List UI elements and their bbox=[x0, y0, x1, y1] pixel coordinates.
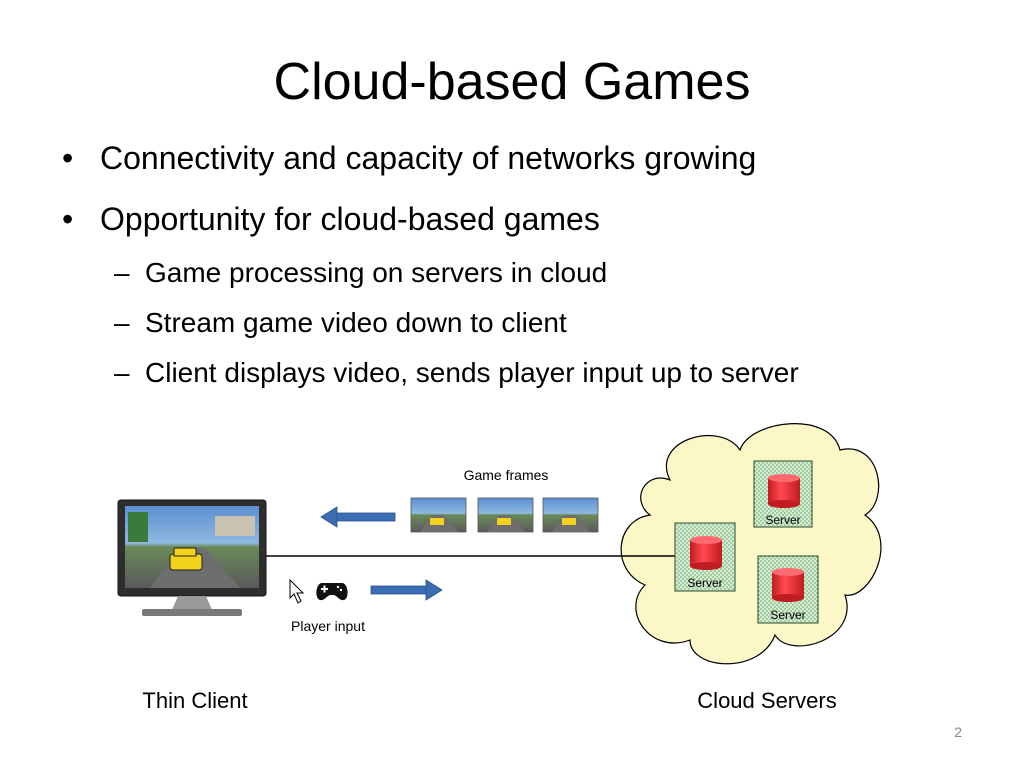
thin-client-label: Thin Client bbox=[142, 688, 247, 713]
sub-bullet-text: Game processing on servers in cloud bbox=[145, 257, 608, 288]
monitor-icon bbox=[117, 499, 267, 616]
sub-bullet-marker: – bbox=[114, 257, 130, 288]
slide-title: Cloud-based Games bbox=[273, 53, 751, 111]
cloud-servers-label: Cloud Servers bbox=[697, 688, 836, 713]
cloud-icon bbox=[620, 423, 882, 665]
game-frame-thumbnail bbox=[410, 497, 467, 533]
server-box: Server bbox=[753, 460, 813, 528]
sub-bullet-text: Client displays video, sends player inpu… bbox=[145, 357, 799, 388]
sub-bullet-marker: – bbox=[114, 307, 130, 338]
cursor-icon bbox=[289, 578, 305, 604]
bullet-item: • Connectivity and capacity of networks … bbox=[62, 136, 1002, 180]
downstream-arrow bbox=[320, 506, 396, 528]
sub-bullet-text: Stream game video down to client bbox=[145, 307, 567, 338]
game-frames-label: Game frames bbox=[464, 467, 549, 483]
database-icon bbox=[690, 536, 722, 570]
database-icon bbox=[768, 474, 800, 508]
sub-bullet-marker: – bbox=[114, 357, 130, 388]
page-number: 2 bbox=[954, 724, 962, 740]
bullet-item: • Opportunity for cloud-based games bbox=[62, 197, 1002, 241]
sub-bullet-item: – Game processing on servers in cloud bbox=[62, 254, 1002, 292]
server-box: Server bbox=[674, 522, 736, 592]
database-icon bbox=[772, 568, 804, 602]
server-box: Server bbox=[757, 555, 819, 624]
game-frame-thumbnail bbox=[542, 497, 599, 533]
server-label: Server bbox=[770, 608, 805, 622]
gamepad-icon bbox=[316, 583, 348, 601]
upstream-arrow bbox=[370, 579, 443, 601]
sub-bullet-item: – Client displays video, sends player in… bbox=[62, 354, 1002, 392]
bullet-marker: • bbox=[62, 201, 74, 237]
bullet-list: • Connectivity and capacity of networks … bbox=[62, 136, 1002, 408]
server-label: Server bbox=[765, 513, 800, 527]
server-label: Server bbox=[687, 576, 722, 590]
sub-bullet-item: – Stream game video down to client bbox=[62, 304, 1002, 342]
game-frame-thumbnail bbox=[477, 497, 534, 533]
player-input-label: Player input bbox=[291, 618, 365, 634]
bullet-text: Opportunity for cloud-based games bbox=[100, 201, 600, 237]
bullet-marker: • bbox=[62, 140, 74, 176]
bullet-text: Connectivity and capacity of networks gr… bbox=[100, 140, 757, 176]
